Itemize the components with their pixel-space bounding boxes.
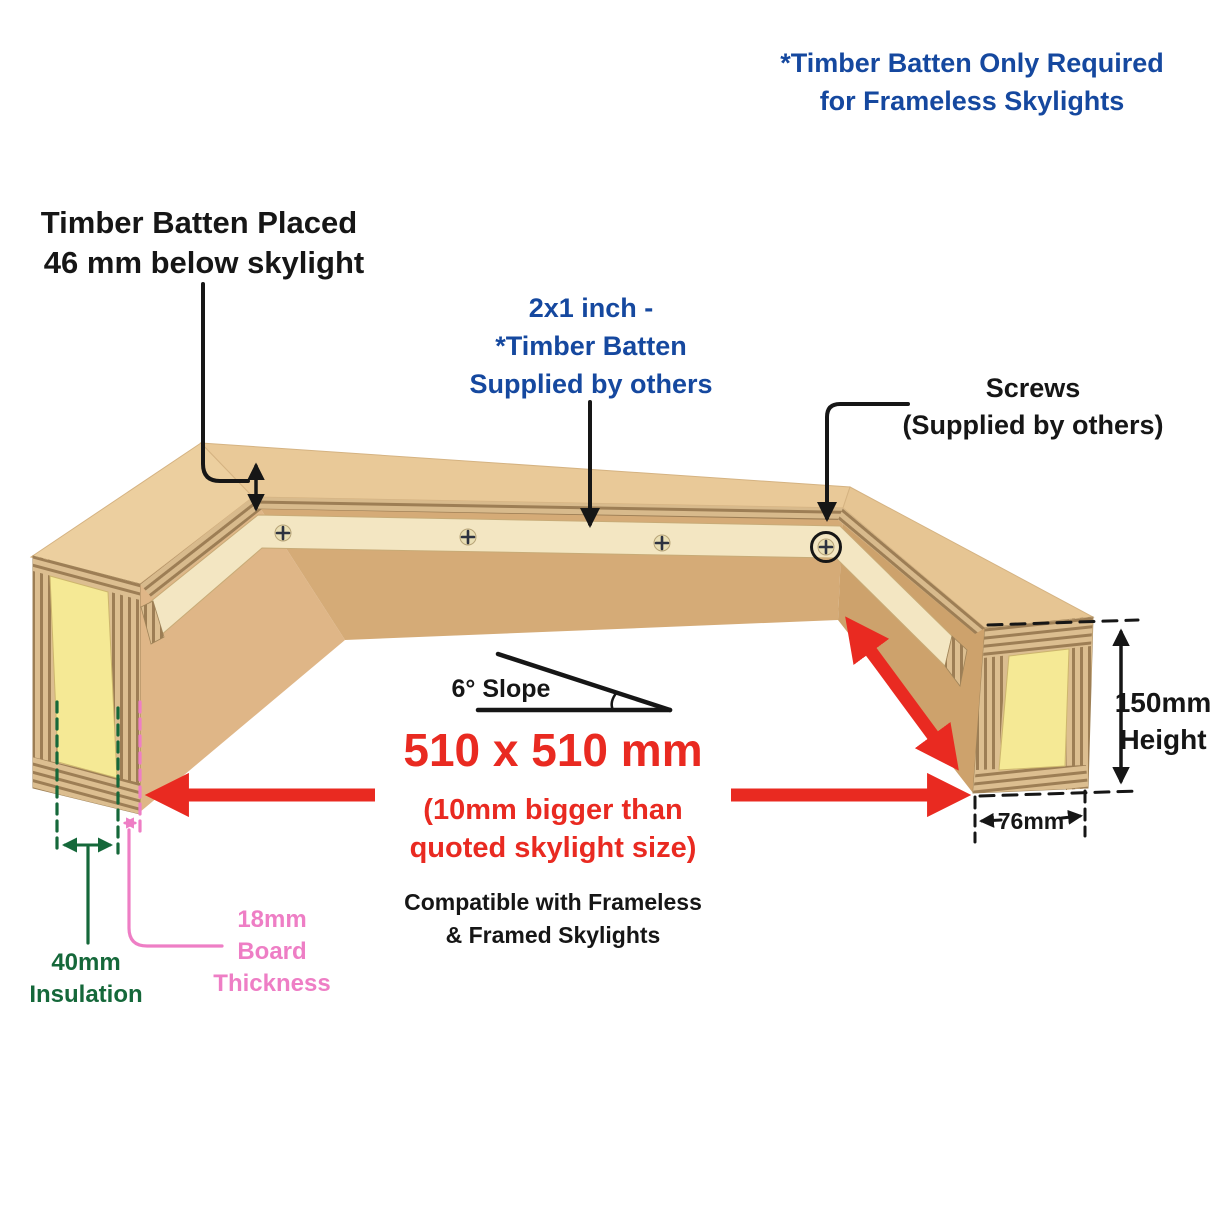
red-depth-arrow — [845, 616, 959, 771]
right-wall-ply-rim — [838, 508, 985, 634]
screw-highlight-circle — [810, 531, 842, 563]
board-dim-label-line1: Board — [237, 938, 306, 965]
width-dim-arrow-right — [1060, 809, 1083, 825]
screws-label-line1: Screws — [986, 373, 1081, 403]
left-wall-ply-rim — [140, 497, 262, 598]
screw-icon — [817, 538, 835, 556]
width-dim-arrow-left — [979, 812, 1003, 828]
height-dim-label: Height — [1119, 724, 1206, 755]
left-end-top-ply-band — [33, 556, 140, 600]
black-annotations — [201, 282, 1140, 844]
right-end-top-ply-band — [983, 617, 1093, 658]
height-dim-value: 150mm — [1115, 687, 1212, 718]
back-wall-ply-rim — [253, 497, 843, 520]
batten-position-label-line1: Timber Batten Placed — [41, 205, 357, 240]
screw-icon — [274, 524, 292, 542]
right-end-inner-board-edge — [973, 626, 1008, 793]
width-dim-value: 76mm — [998, 808, 1064, 834]
left-end-cross-section — [32, 555, 141, 815]
slope-label: 6° Slope — [452, 675, 551, 703]
left-end-bottom-ply-band — [33, 757, 140, 814]
note-top-right-line1: *Timber Batten Only Required — [780, 48, 1164, 78]
batten-spec-label-line2: *Timber Batten — [495, 331, 687, 361]
screw-icon — [459, 528, 477, 546]
height-dim-extension-bottom — [978, 789, 1140, 798]
slope-indicator — [475, 651, 673, 713]
screws-label-line2: (Supplied by others) — [902, 410, 1163, 440]
compatibility-label-line1: Compatible with Frameless — [404, 889, 702, 915]
text-labels: *Timber Batten Only Required for Framele… — [29, 48, 1211, 1008]
right-end-cross-section — [972, 616, 1094, 794]
board-dim-label-line2: Thickness — [213, 970, 330, 997]
note-top-right-line2: for Frameless Skylights — [820, 86, 1125, 116]
height-dim-extension-top — [986, 618, 1140, 627]
compatibility-label-line2: & Framed Skylights — [446, 922, 661, 948]
leader-line-batten-position — [201, 282, 250, 483]
opening-size-note-line1: (10mm bigger than — [423, 794, 682, 826]
leader-arrow-screws — [817, 402, 910, 522]
batten-spec-label-line3: Supplied by others — [469, 369, 712, 399]
opening-size-value: 510 x 510 mm — [403, 724, 702, 776]
subtitle-backdrop — [375, 778, 731, 868]
slope-hypotenuse — [495, 651, 673, 713]
right-end-outer-board-edge — [1066, 617, 1093, 790]
insulation-core-right — [998, 648, 1070, 771]
insulation-dimension-lines — [55, 700, 120, 945]
board-dim-value: 18mm — [237, 906, 306, 933]
batten-end-grain-left — [140, 600, 165, 645]
right-end-bottom-ply-band — [973, 765, 1088, 793]
slope-angle-arc — [610, 690, 619, 712]
board-leader — [127, 828, 224, 948]
insulation-core-left — [49, 575, 118, 779]
screw-icon — [653, 534, 671, 552]
opening-size-note-line2: quoted skylight size) — [410, 832, 697, 864]
batten-position-label-line2: 46 mm below skylight — [44, 245, 364, 280]
insulation-dim-label: Insulation — [29, 981, 142, 1008]
insulation-dim-value: 40mm — [51, 949, 120, 976]
batten-spec-label-line1: 2x1 inch - — [529, 293, 654, 323]
board-dimension-lines — [122, 700, 224, 948]
screws — [274, 524, 842, 563]
